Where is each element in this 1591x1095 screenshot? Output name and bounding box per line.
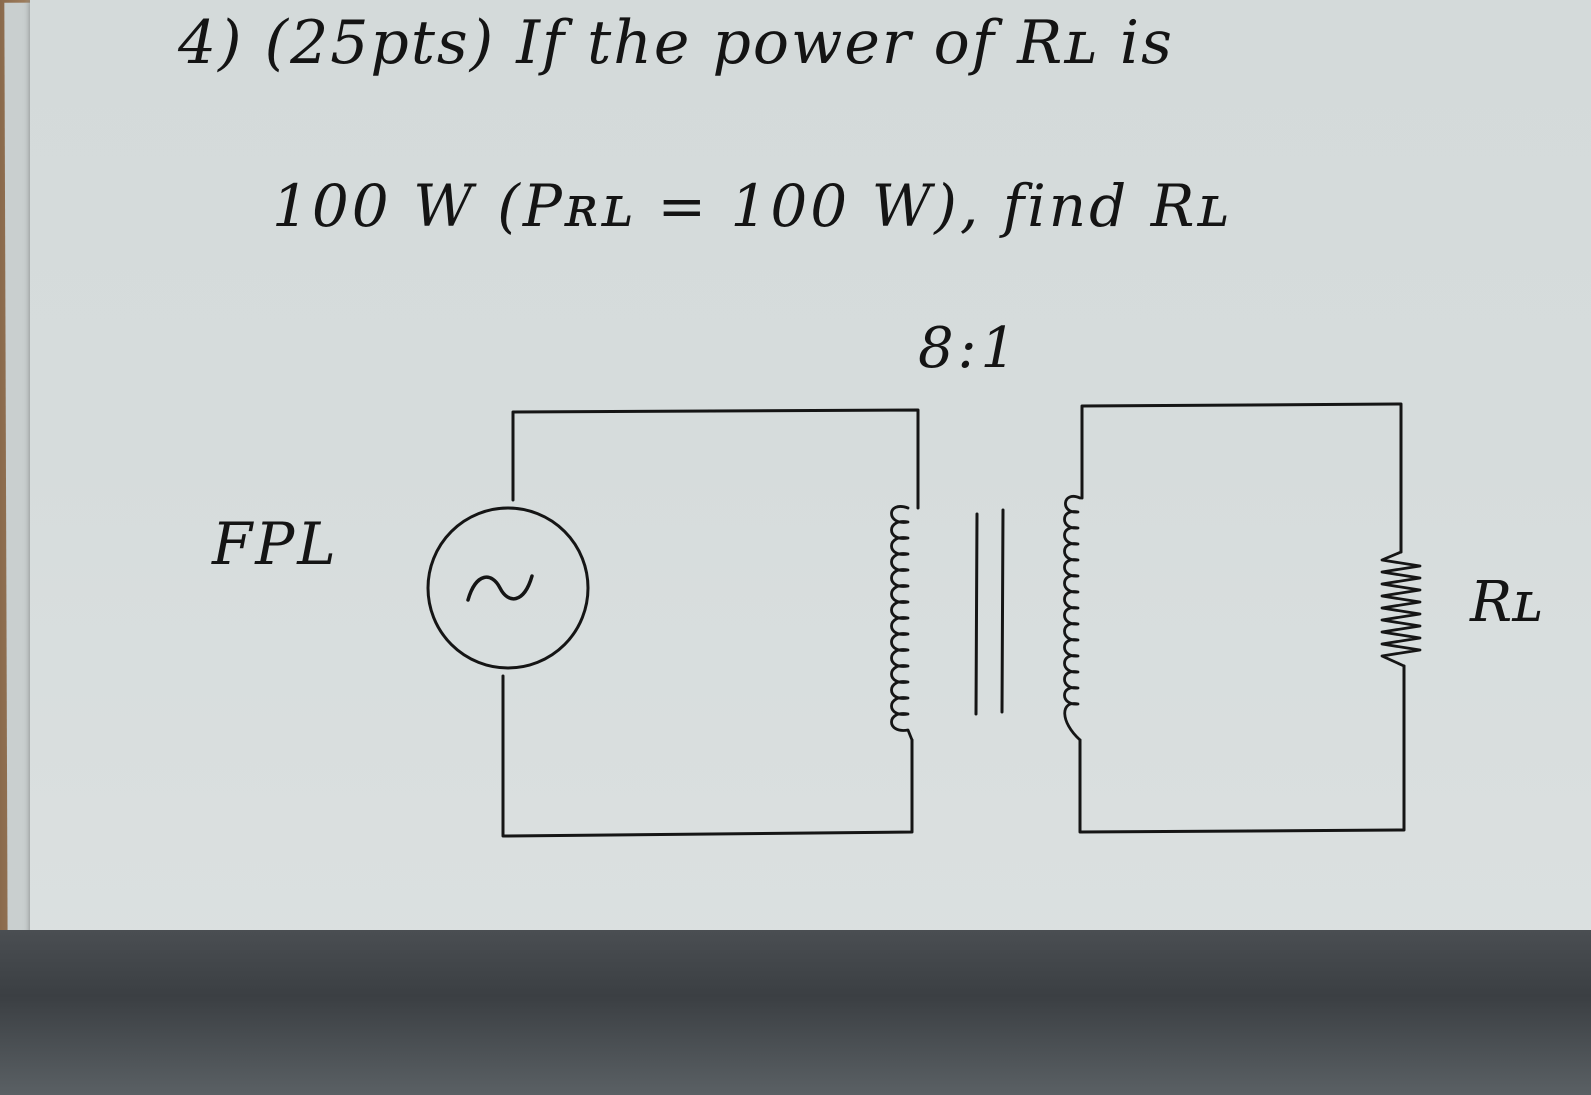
transformer-core-line-right [1000, 508, 1005, 714]
problem-statement-line-1: 4) (25pts) If the power of Rʟ is [178, 8, 1174, 78]
transformer-core-line-left [974, 512, 979, 716]
turns-ratio-label: 8:1 [918, 316, 1021, 381]
load-resistor-label: Rʟ [1470, 570, 1543, 635]
source-label: FPL [212, 510, 339, 578]
load-resistor [1380, 550, 1422, 668]
primary-wire-top [511, 408, 920, 510]
primary-wire-bottom [501, 674, 914, 838]
paper-sheet [30, 0, 1591, 958]
ac-source-symbol [426, 506, 590, 670]
secondary-wire-bottom [1078, 664, 1406, 834]
secondary-coil [1063, 495, 1082, 742]
problem-statement-line-2: 100 W (Pʀʟ = 100 W), find Rʟ [272, 172, 1232, 240]
desk-surface-bottom [0, 930, 1591, 1095]
secondary-wire-top [1080, 402, 1403, 554]
ac-source-wave [466, 574, 534, 602]
primary-coil [890, 505, 914, 742]
